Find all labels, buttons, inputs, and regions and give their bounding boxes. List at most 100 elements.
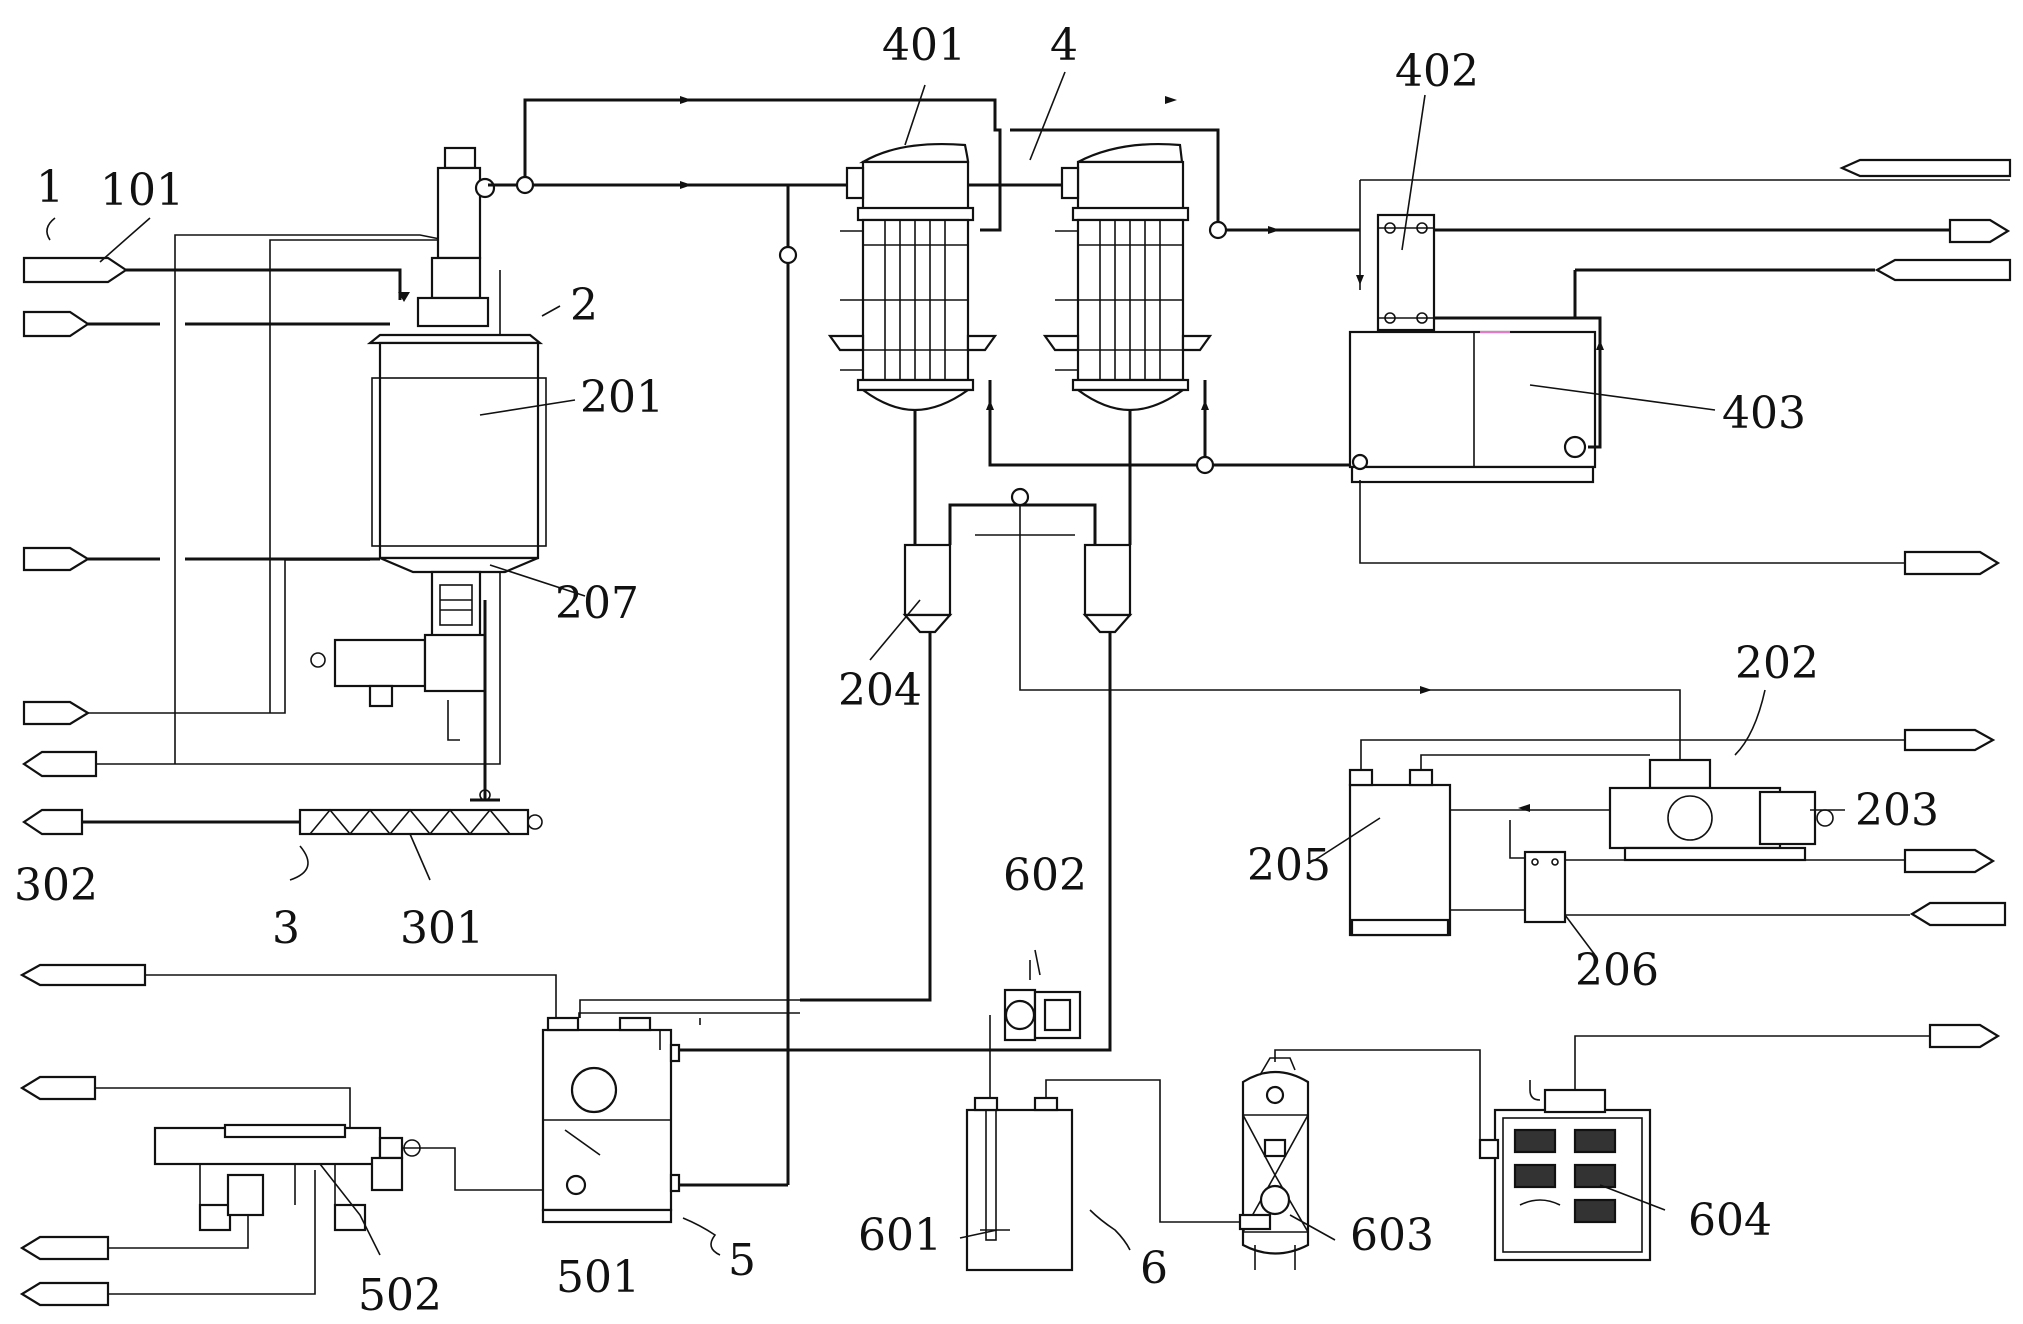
agitator-motor xyxy=(333,638,427,688)
pump-icon xyxy=(1563,435,1587,459)
label-1: 1 xyxy=(36,162,64,213)
inlet-arrow xyxy=(1909,901,2007,927)
exchanger-206-body xyxy=(1523,850,1567,924)
right-side-arrows-top xyxy=(1839,158,2012,576)
condenser-401-support-left xyxy=(827,334,865,352)
inlet-arrow-upper xyxy=(22,310,90,338)
label-403: 403 xyxy=(1722,388,1806,439)
leader-5 xyxy=(682,1217,721,1256)
leader-501 xyxy=(564,1129,601,1156)
label-5: 5 xyxy=(728,1235,756,1286)
reactor-top-flange xyxy=(443,146,477,170)
leader-402 xyxy=(1401,94,1426,251)
label-205: 205 xyxy=(1247,840,1331,891)
outlet-arrow xyxy=(19,1281,110,1307)
leader-2 xyxy=(541,305,561,317)
tank-601 xyxy=(959,1079,1240,1272)
reactor-body xyxy=(378,341,540,560)
boiler-604 xyxy=(1478,1035,1930,1262)
plate-stack xyxy=(1376,213,1436,332)
pump-602 xyxy=(989,949,1082,1100)
agitator-drive xyxy=(430,256,482,300)
inlet-arrow-middle xyxy=(22,546,91,572)
leader-604 xyxy=(1599,1184,1666,1211)
reactor-jacket xyxy=(371,377,547,547)
boiler-burner xyxy=(1543,1088,1607,1114)
valve-icon xyxy=(515,175,535,195)
manhole-icon xyxy=(570,1066,618,1114)
outlet-arrow xyxy=(19,1075,97,1101)
sight-glass-icon xyxy=(565,1174,587,1196)
vessel-603-body xyxy=(1241,1071,1310,1255)
valve-icon xyxy=(1208,220,1228,240)
label-202: 202 xyxy=(1735,638,1819,689)
pump-motor xyxy=(1758,790,1817,846)
outlet-arrow xyxy=(19,1235,110,1261)
label-604: 604 xyxy=(1688,1195,1772,1246)
leader-603 xyxy=(1289,1214,1336,1241)
outlet-arrow xyxy=(1903,848,1996,874)
right-side-arrows-bottom xyxy=(1903,728,2007,1049)
outlet-arrow-302 xyxy=(22,808,84,836)
leader-401 xyxy=(904,84,926,146)
valve-icon xyxy=(1010,487,1030,507)
leader-6 xyxy=(1089,1209,1131,1251)
cooling-return-lines xyxy=(986,380,1360,475)
tank-403 xyxy=(1348,330,1597,484)
conveyor-drive-icon xyxy=(527,814,543,830)
heat-exchanger-206 xyxy=(1509,804,1910,924)
leader-206 xyxy=(1564,914,1596,956)
feed-arrows-left xyxy=(22,256,128,836)
label-207: 207 xyxy=(555,578,639,629)
label-3: 3 xyxy=(272,903,300,954)
motor-coupling xyxy=(423,633,487,693)
condenser-401-dome xyxy=(858,142,970,164)
agitator-gearbox xyxy=(416,296,490,328)
leader-202 xyxy=(1734,689,1766,756)
decanter-502 xyxy=(95,1087,543,1295)
riser-gauge-icon xyxy=(474,177,496,199)
vapor-lines xyxy=(488,96,1360,1185)
label-602: 602 xyxy=(1003,850,1087,901)
leader-101 xyxy=(99,217,151,263)
label-201: 201 xyxy=(580,372,664,423)
outlet-arrow xyxy=(1903,550,2001,576)
vessel-603 xyxy=(1238,1049,1481,1270)
vacuum-pump-203 xyxy=(1608,758,1834,862)
leader-207 xyxy=(489,564,586,597)
label-402: 402 xyxy=(1395,46,1479,97)
inlet-arrow-lower xyxy=(22,700,91,726)
label-6: 6 xyxy=(1140,1243,1168,1294)
leader-502 xyxy=(319,1163,381,1256)
inlet-arrow-101 xyxy=(22,256,128,284)
leader-4 xyxy=(1029,71,1066,161)
inlet-arrow xyxy=(1874,258,2012,282)
pump-602-icon xyxy=(1004,999,1036,1031)
exchanger-piping xyxy=(1356,179,2010,564)
label-leaders xyxy=(46,71,1845,1156)
leader-3 xyxy=(289,845,309,881)
outlet-arrow-return xyxy=(22,750,98,778)
outlet-arrow xyxy=(1903,728,1996,752)
outlet-arrow xyxy=(1839,158,2012,178)
label-203: 203 xyxy=(1855,785,1939,836)
outlet-arrow xyxy=(19,963,147,987)
leader-601 xyxy=(959,1229,998,1239)
label-501: 501 xyxy=(556,1252,640,1303)
valve-icon xyxy=(778,245,798,265)
leader-201 xyxy=(479,399,576,416)
label-401: 401 xyxy=(882,20,966,71)
label-204: 204 xyxy=(838,665,922,716)
motor-indicator-icon xyxy=(310,652,326,668)
label-301: 301 xyxy=(400,903,484,954)
leader-204 xyxy=(869,599,921,661)
separator-205-body xyxy=(1348,783,1452,937)
leader-205 xyxy=(1314,817,1381,861)
outlet-arrow xyxy=(1928,1023,2001,1049)
valve-icon xyxy=(1195,455,1215,475)
label-502: 502 xyxy=(358,1270,442,1321)
leader-403 xyxy=(1529,384,1716,411)
reactor-bottom xyxy=(379,556,539,574)
leader-301 xyxy=(409,833,431,881)
